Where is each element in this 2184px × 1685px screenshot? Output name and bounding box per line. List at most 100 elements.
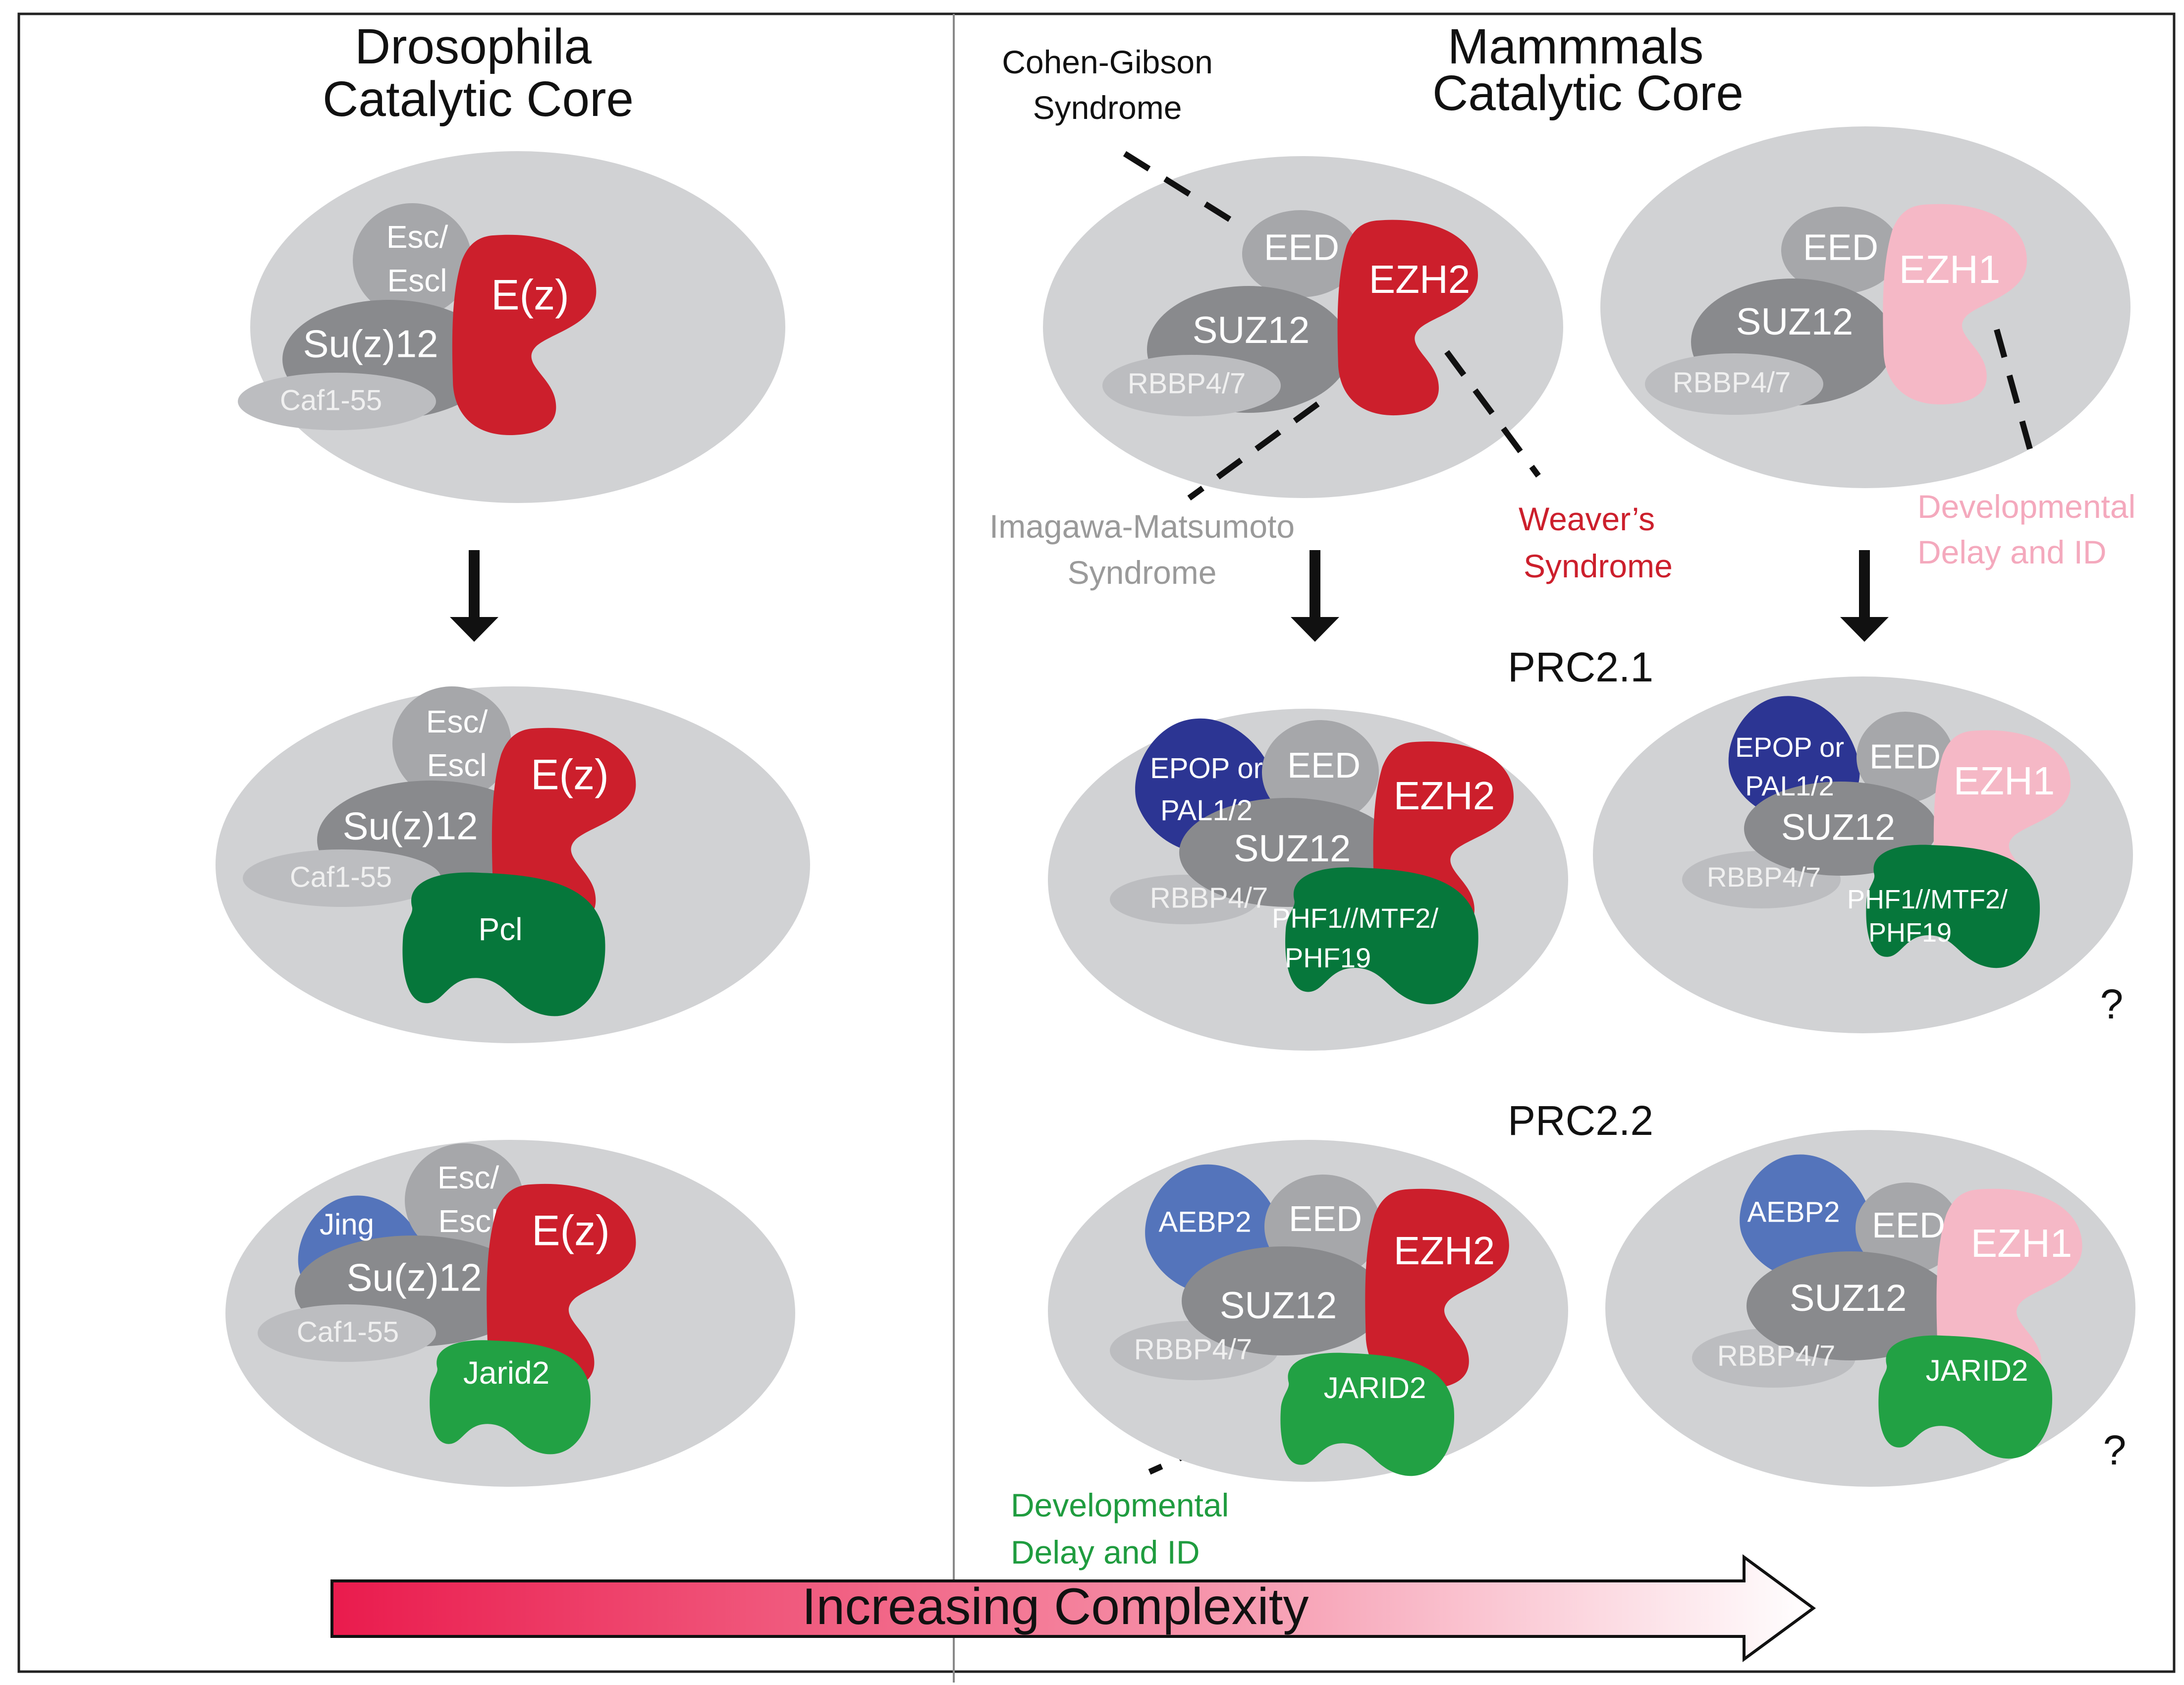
epop-label-2: PAL1/2 — [1745, 770, 1834, 801]
suz12-label: SUZ12 — [1234, 828, 1351, 870]
eed-label: EED — [1803, 227, 1878, 268]
jarid2-label: Jarid2 — [463, 1355, 549, 1391]
caf-label: Caf1-55 — [290, 861, 392, 893]
pcl-label: Pcl — [479, 911, 523, 947]
drosophila-pcl-complex: Esc/ Escl Caf1-55 Su(z)12 E(z) Pcl — [216, 686, 810, 1043]
rbbp-label: RBBP4/7 — [1134, 1333, 1253, 1365]
rbbp-label: RBBP4/7 — [1707, 861, 1821, 893]
mammal-ezh1-core-complex: EED SUZ12 RBBP4/7 EZH1 — [1600, 126, 2130, 488]
imagawa-line-2: Syndrome — [1068, 554, 1217, 591]
esc-label-1: Esc/ — [386, 219, 448, 255]
complexity-label: Increasing Complexity — [802, 1578, 1309, 1635]
weaver-connector — [1444, 350, 1541, 478]
esc-label-2: Escl — [438, 1203, 498, 1239]
right-panel-subtitle: Catalytic Core — [1432, 65, 1744, 121]
caf-subunit — [243, 849, 441, 907]
suz-label: Su(z)12 — [342, 804, 478, 848]
caf-label: Caf1-55 — [297, 1316, 399, 1348]
aebp2-label: AEBP2 — [1159, 1206, 1252, 1238]
prc21-label: PRC2.1 — [1508, 644, 1653, 690]
right-panel-title: Mammmals — [1448, 19, 1704, 74]
ezh1-delay-line-1: Developmental — [1917, 488, 2135, 525]
ezh2-label: EZH2 — [1394, 774, 1495, 818]
complexity-arrow-shape — [330, 1554, 1816, 1662]
suz12-label: SUZ12 — [1220, 1285, 1337, 1327]
phf-label-1: PHF1//MTF2/ — [1847, 885, 2008, 914]
eed-subunit — [1242, 210, 1359, 297]
prc22-ezh1-complex: AEBP2 EED SUZ12 RBBP4/7 EZH1 JARID2 — [1605, 1130, 2135, 1487]
eed-subunit — [1856, 1182, 1960, 1274]
weaver-line-2: Syndrome — [1524, 548, 1673, 584]
ezh1-label: EZH1 — [1954, 759, 2055, 803]
suz-label: Su(z)12 — [303, 322, 438, 366]
figure-border — [17, 12, 2176, 1673]
weaver-syndrome-label: Weaver’s Syndrome — [1519, 501, 1673, 584]
caf-subunit — [258, 1304, 436, 1362]
ez-label: E(z) — [532, 1207, 610, 1255]
eed-label: EED — [1872, 1206, 1945, 1245]
suz-label: Su(z)12 — [346, 1256, 482, 1299]
epop-label-1: EPOP or — [1150, 752, 1263, 785]
esc-label-2: Escl — [387, 263, 447, 298]
rbbp-label: RBBP4/7 — [1128, 367, 1246, 399]
drosophila-core-complex: Esc/ Escl Caf1-55 Su(z)12 E(z) — [238, 151, 785, 503]
prc21-ezh1-complex: EPOP or PAL1/2 EED SUZ12 RBBP4/7 EZH1 PH… — [1593, 676, 2133, 1033]
phf-label-2: PHF19 — [1285, 942, 1371, 973]
eed-label: EED — [1289, 1199, 1362, 1239]
mammal-ezh2-core-complex: EED SUZ12 RBBP4/7 EZH2 — [1043, 156, 1563, 498]
ezh1-delay-line-2: Delay and ID — [1917, 534, 2107, 570]
caf-subunit — [238, 373, 436, 430]
ez-label: E(z) — [531, 751, 609, 799]
prc21-ezh2-complex: EPOP or PAL1/2 EED SUZ12 RBBP4/7 EZH2 PH… — [1048, 709, 1568, 1051]
ezh1-developmental-delay-label: Developmental Delay and ID — [1917, 488, 2135, 570]
esc-subunit — [353, 203, 472, 317]
esc-subunit — [392, 686, 511, 800]
prc21-ezh1-question-mark: ? — [2100, 981, 2124, 1027]
cohen-gibson-syndrome-label: Cohen-Gibson Syndrome — [1002, 44, 1213, 126]
left-panel-subtitle: Catalytic Core — [323, 71, 634, 127]
prc22-ezh1-question-mark: ? — [2103, 1427, 2127, 1473]
increasing-complexity-arrow: Increasing Complexity — [330, 1554, 1816, 1662]
phf-label-1: PHF1//MTF2/ — [1272, 902, 1438, 934]
ezh1-delay-connector — [1994, 329, 2037, 464]
weaver-line-1: Weaver’s — [1519, 501, 1655, 537]
jing-label: Jing — [320, 1208, 374, 1241]
eed-subunit — [1781, 207, 1900, 294]
cohen-gibson-connector — [1123, 151, 1246, 231]
rbbp-subunit — [1102, 355, 1281, 416]
esc-label-2: Escl — [427, 747, 487, 783]
caf-label: Caf1-55 — [280, 384, 382, 416]
esc-label-1: Esc/ — [437, 1160, 499, 1195]
drosophila-jarid2-complex: Esc/ Escl Caf1-55 Jing Su(z)12 E(z) Jari… — [225, 1140, 795, 1487]
suz12-label: SUZ12 — [1781, 807, 1895, 848]
imagawa-line-1: Imagawa-Matsumoto — [989, 508, 1295, 545]
jarid2-developmental-delay-label: Developmental Delay and ID — [1011, 1487, 1229, 1571]
ez-label: E(z) — [491, 272, 569, 319]
epop-label-2: PAL1/2 — [1160, 794, 1253, 827]
ezh1-down-arrow — [1840, 550, 1889, 642]
jarid2-delay-line-1: Developmental — [1011, 1487, 1229, 1523]
epop-label-1: EPOP or — [1735, 731, 1844, 763]
jarid2-label: JARID2 — [1926, 1354, 2028, 1387]
phf-label-2: PHF19 — [1868, 918, 1952, 948]
prc22-label: PRC2.2 — [1508, 1097, 1653, 1144]
ezh2-label: EZH2 — [1369, 257, 1471, 301]
left-panel-title: Drosophila — [355, 19, 592, 74]
imagawa-connector — [1187, 401, 1320, 501]
eed-label: EED — [1869, 737, 1941, 776]
aebp2-label: AEBP2 — [1747, 1196, 1840, 1228]
rbbp-label: RBBP4/7 — [1717, 1340, 1836, 1372]
jarid2-label: JARID2 — [1324, 1371, 1426, 1404]
suz12-label: SUZ12 — [1193, 309, 1310, 351]
eed-label: EED — [1287, 746, 1361, 786]
imagawa-matsumoto-syndrome-label: Imagawa-Matsumoto Syndrome — [989, 508, 1295, 591]
left-down-arrow — [450, 550, 498, 642]
suz12-label: SUZ12 — [1790, 1277, 1907, 1319]
rbbp-label: RBBP4/7 — [1150, 882, 1268, 914]
cohen-gibson-line-1: Cohen-Gibson — [1002, 44, 1213, 80]
ezh1-label: EZH1 — [1971, 1221, 2073, 1265]
eed-subunit — [1856, 712, 1954, 803]
prc22-ezh2-complex: AEBP2 EED SUZ12 RBBP4/7 EZH2 JARID2 — [1048, 1140, 1568, 1482]
eed-label: EED — [1264, 227, 1339, 268]
